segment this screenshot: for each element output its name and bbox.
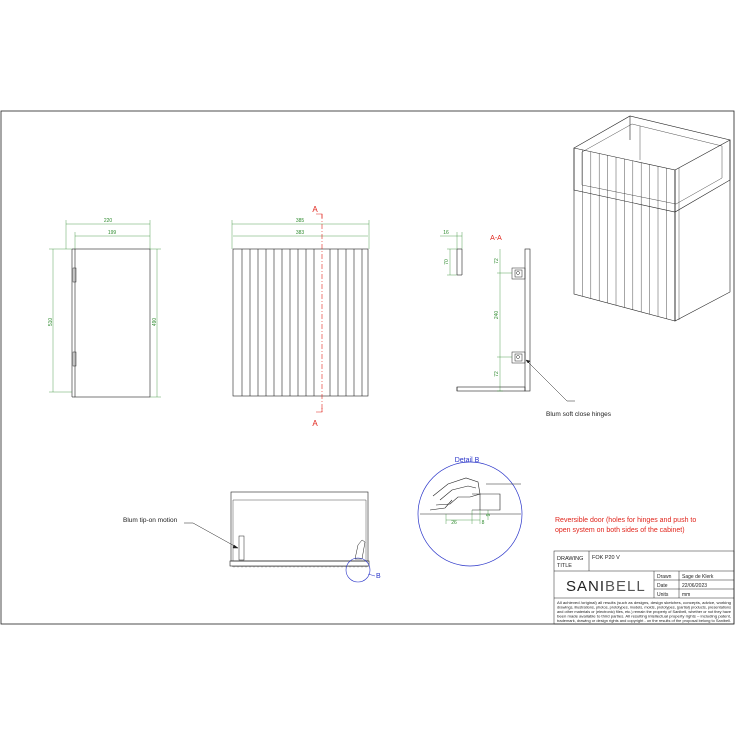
hinge-lower xyxy=(511,351,526,364)
dim-26: 26 xyxy=(451,520,457,526)
top-flute xyxy=(259,565,265,568)
top-flute xyxy=(319,565,325,568)
top-flute xyxy=(299,565,305,568)
dim-510: 510 xyxy=(48,318,54,327)
top-view-flutes xyxy=(231,565,369,568)
disclaimer-line: and other materials or (electronic) file… xyxy=(557,610,731,614)
section-view-title: A-A xyxy=(490,235,502,242)
side-view xyxy=(71,248,151,398)
top-flute xyxy=(279,565,285,568)
top-flute xyxy=(355,565,361,568)
dim-72-bottom: 72 xyxy=(494,371,500,377)
dim-490: 490 xyxy=(152,318,158,327)
top-flute xyxy=(303,565,309,568)
dim-72-top: 72 xyxy=(494,258,500,264)
isometric-flutes xyxy=(582,149,667,319)
dim-9: 9 xyxy=(486,513,492,516)
tb-row-label: Date xyxy=(657,583,668,589)
disclaimer-line: All achieved /original) all results (suc… xyxy=(557,601,731,605)
top-flute xyxy=(291,565,297,568)
top-flute xyxy=(267,565,273,568)
top-flute xyxy=(295,565,301,568)
top-flute xyxy=(263,565,269,568)
top-flute xyxy=(351,565,357,568)
door-flutes xyxy=(241,249,363,396)
dim-383: 383 xyxy=(296,230,305,236)
top-flute xyxy=(275,565,281,568)
isometric-view xyxy=(573,115,731,322)
top-flute xyxy=(287,565,293,568)
reversible-door-note-2: open system on both sides of the cabinet… xyxy=(555,527,685,534)
disclaimer-line: been made available to third parties. Al… xyxy=(557,615,731,619)
top-flute xyxy=(283,565,289,568)
dim-199: 199 xyxy=(108,230,117,236)
drawing-border xyxy=(0,110,735,625)
dim-70: 70 xyxy=(444,259,450,265)
top-flute xyxy=(255,565,261,568)
drawing-title-value: FOK P20 V xyxy=(592,555,620,561)
drawing-title-label-2: TITLE xyxy=(557,563,572,569)
drawing-title-label-1: DRAWING xyxy=(557,556,583,562)
top-flute xyxy=(331,565,337,568)
dim-16: 16 xyxy=(443,230,449,236)
top-flute xyxy=(239,565,245,568)
top-flute xyxy=(235,565,241,568)
tipon-leader xyxy=(184,522,239,549)
dim-385: 385 xyxy=(296,218,305,224)
tb-row-label: Units xyxy=(657,592,669,598)
top-flute xyxy=(335,565,341,568)
top-flute xyxy=(307,565,313,568)
top-flute xyxy=(315,565,321,568)
dim-8: 8 xyxy=(482,520,485,526)
front-view xyxy=(232,248,369,397)
top-view xyxy=(229,491,371,583)
disclaimer-line: drawings, illustrations, photos, prototy… xyxy=(557,606,731,610)
top-flute xyxy=(359,565,365,568)
hinge-upper xyxy=(511,267,526,280)
top-flute xyxy=(247,565,253,568)
top-flute xyxy=(327,565,333,568)
detail-marker-b: B xyxy=(376,573,381,580)
dim-240: 240 xyxy=(494,311,500,320)
tb-row-label: Drawn xyxy=(657,574,672,580)
front-view-dimensions xyxy=(231,220,370,249)
top-flute xyxy=(231,565,237,568)
section-line-a xyxy=(316,213,323,413)
tb-row-value: 22/06/2023 xyxy=(682,583,707,589)
top-flute xyxy=(343,565,349,568)
top-flute xyxy=(347,565,353,568)
top-flute xyxy=(339,565,345,568)
top-flute xyxy=(323,565,329,568)
title-block xyxy=(553,550,735,625)
tb-row-value: mm xyxy=(682,592,690,598)
section-view-dimensions xyxy=(440,232,512,392)
detail-b-title: Detail B xyxy=(455,457,480,464)
hinges-leader xyxy=(525,359,575,402)
top-flute xyxy=(271,565,277,568)
tb-row-value: Sage de Klerk xyxy=(682,574,714,580)
top-flute xyxy=(363,565,369,568)
disclaimer-line: trademark, drawing or design rights and … xyxy=(557,619,731,623)
sanibell-logo: SANIBELL xyxy=(566,578,646,595)
top-flute xyxy=(311,565,317,568)
top-flute xyxy=(251,565,257,568)
section-view xyxy=(456,248,531,392)
hinges-callout: Blum soft close hinges xyxy=(546,411,612,418)
tipon-callout: Blum tip-on motion xyxy=(123,517,178,524)
reversible-door-note-1: Reversible door (holes for hinges and pu… xyxy=(555,517,696,524)
top-flute xyxy=(243,565,249,568)
disclaimer-text: All achieved /original) all results (suc… xyxy=(557,601,731,623)
section-label-top: A xyxy=(312,205,318,214)
side-view-dimensions xyxy=(49,220,161,398)
dim-220: 220 xyxy=(104,218,113,224)
section-label-bottom: A xyxy=(312,419,318,428)
detail-b: 26 8 9 xyxy=(417,461,523,567)
